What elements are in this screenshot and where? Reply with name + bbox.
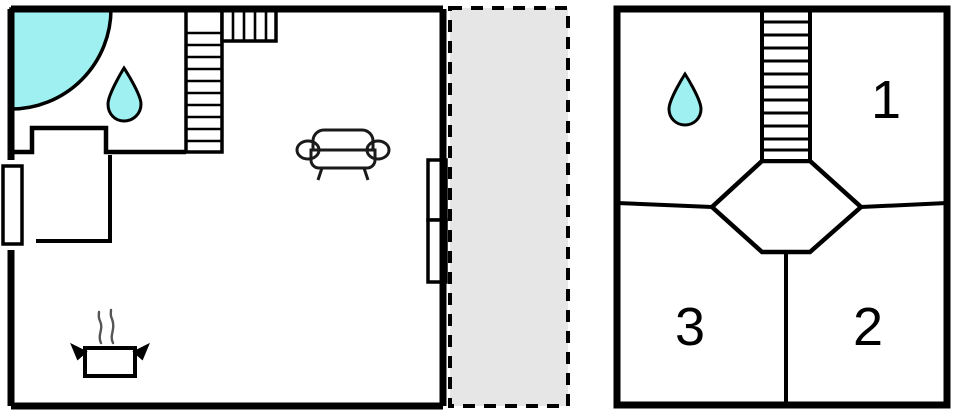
corner-pool: [9, 7, 113, 111]
upper-floor-panel: 1 2 3: [613, 5, 951, 409]
sofa-icon: [295, 128, 391, 181]
partition-right-upper: [860, 201, 948, 209]
terrace-area: [448, 6, 570, 408]
staircase-landing-steps: [220, 6, 278, 43]
ground-floor-panel: [1, 5, 570, 410]
inner-partition-lower: [36, 155, 112, 243]
staircase-vertical: [184, 7, 224, 154]
upper-floor-partitions: [616, 201, 948, 404]
bathroom-partition: [11, 125, 186, 155]
window-left-wall: [1, 164, 24, 246]
water-drop-icon: [106, 65, 143, 123]
room-number-3: 3: [675, 297, 705, 357]
water-drop-icon: [667, 71, 703, 127]
room-number-2: 2: [853, 297, 883, 357]
ground-floor-exterior-walls: [7, 5, 447, 410]
cooktop-icon: [70, 308, 150, 378]
upper-floor-exterior-walls: [613, 5, 951, 409]
staircase-vertical-upper: [760, 7, 812, 163]
room-number-1: 1: [871, 70, 901, 130]
partition-left-upper: [616, 201, 713, 209]
